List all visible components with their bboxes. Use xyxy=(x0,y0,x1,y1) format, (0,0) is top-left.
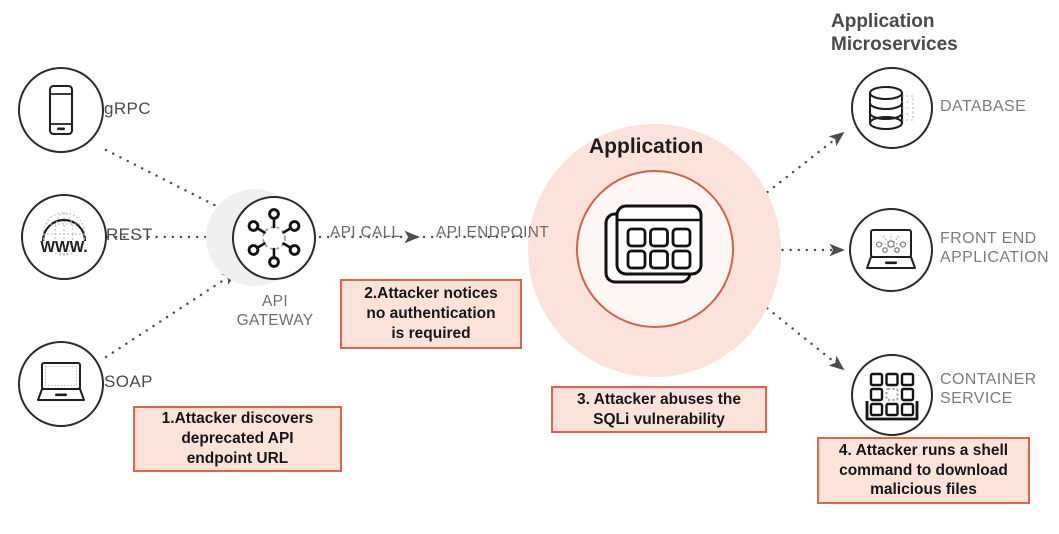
api-gateway-nodes-icon xyxy=(247,208,301,268)
client-label-grpc: gRPC xyxy=(104,99,151,118)
microservices-heading: Application Microservices xyxy=(831,11,958,55)
api-gateway-node[interactable] xyxy=(232,196,316,280)
svg-text:WWW.: WWW. xyxy=(40,239,87,256)
microservice-label-container: CONTAINER SERVICE xyxy=(940,371,1037,407)
flow-label-api-endpoint: API ENDPOINT xyxy=(436,224,549,241)
callout-step-2[interactable]: 2.Attacker notices no authentication is … xyxy=(340,279,522,349)
client-node-rest[interactable]: WWW. xyxy=(21,194,107,280)
microservice-node-frontend[interactable] xyxy=(849,208,933,292)
callout-step-1[interactable]: 1.Attacker discovers deprecated API endp… xyxy=(133,406,342,472)
application-node[interactable] xyxy=(576,170,734,328)
client-label-soap: SOAP xyxy=(104,372,153,391)
container-grid-icon xyxy=(865,372,919,421)
client-node-grpc[interactable] xyxy=(18,67,104,153)
mobile-phone-icon xyxy=(48,84,74,136)
callout-step-3[interactable]: 3. Attacker abuses the SQLi vulnerabilit… xyxy=(551,386,767,433)
laptop-icon xyxy=(37,362,85,401)
application-heading: Application xyxy=(589,135,704,158)
laptop-dashboard-icon xyxy=(866,229,916,269)
database-cylinder-icon xyxy=(868,85,914,131)
api-gateway-caption: API GATEWAY xyxy=(236,293,314,330)
client-label-rest: REST xyxy=(106,225,153,244)
microservice-label-database: DATABASE xyxy=(940,98,1027,115)
application-window-grid-icon xyxy=(604,204,703,284)
callout-step-4[interactable]: 4. Attacker runs a shell command to down… xyxy=(817,437,1030,504)
globe-www-icon: WWW. xyxy=(40,212,88,256)
microservice-node-database[interactable] xyxy=(851,67,933,149)
microservice-label-frontend: FRONT END APPLICATION xyxy=(940,230,1050,266)
wire-soap-to-gateway xyxy=(104,270,238,359)
microservice-node-container[interactable] xyxy=(851,354,933,436)
client-node-soap[interactable] xyxy=(18,341,104,427)
flow-label-api-call: API CALL xyxy=(330,224,401,241)
